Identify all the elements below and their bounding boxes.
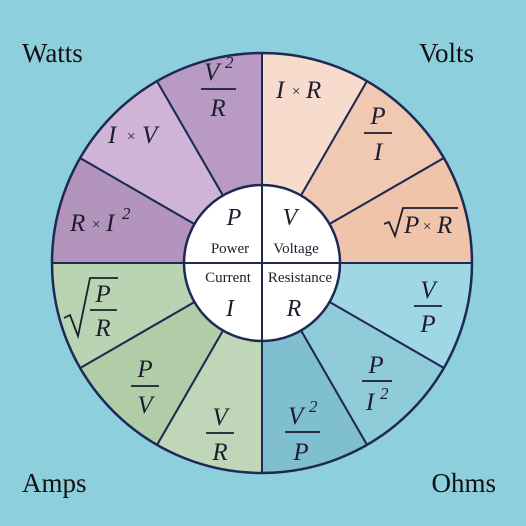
formula-denominator: V (137, 392, 155, 419)
formula-v-squared-over-r: V 2 R (201, 53, 236, 122)
formula-sqrt-p-times-r: P × R (383, 207, 458, 239)
formula-p-over-i-squared: P I 2 (362, 352, 392, 416)
formula-i-times-r: I × R (275, 77, 321, 104)
formula-var: R (436, 212, 452, 239)
times-symbol: × (127, 129, 135, 145)
times-symbol: × (423, 219, 431, 235)
formula-var: V (142, 122, 160, 149)
formula-denominator: P (292, 439, 308, 466)
center-hub: P Power V Voltage Current I Resistance R (182, 183, 342, 343)
label-ohms: Ohms (431, 468, 496, 498)
formula-exponent: 2 (380, 384, 389, 403)
label-volts: Volts (418, 38, 474, 68)
formula-r-times-i-squared: R × I 2 (69, 204, 131, 237)
formula-sqrt-p-over-r: P R (63, 277, 118, 342)
formula-i-times-v: I × V (107, 122, 160, 149)
formula-exponent: 2 (225, 53, 234, 72)
formula-var: I (275, 77, 286, 104)
formula-denominator: R (209, 95, 225, 122)
formula-v-over-p: V P (414, 277, 442, 338)
current-label: Current (205, 270, 252, 286)
formula-exponent: 2 (309, 397, 318, 416)
formula-var: I (107, 122, 118, 149)
resistance-label: Resistance (268, 270, 332, 286)
power-symbol: P (226, 205, 242, 231)
formula-numerator: P (369, 103, 385, 130)
power-label: Power (211, 241, 249, 257)
formula-numerator: V (204, 59, 222, 86)
formula-denominator: I (373, 139, 384, 166)
formula-numerator: V (288, 403, 306, 430)
formula-p-over-i: P I (364, 103, 392, 166)
formula-v-over-r: V R (206, 404, 234, 466)
formula-var: P (403, 212, 419, 239)
formula-var: R (305, 77, 321, 104)
label-watts: Watts (22, 38, 83, 68)
formula-numerator: V (420, 277, 438, 304)
formula-var: R (69, 210, 85, 237)
formula-v-squared-over-p: V 2 P (285, 397, 320, 466)
label-amps: Amps (22, 468, 87, 498)
formula-numerator: P (94, 281, 110, 308)
voltage-symbol: V (283, 205, 300, 231)
current-symbol: I (225, 296, 235, 322)
formula-denominator: R (211, 439, 227, 466)
times-symbol: × (292, 84, 300, 100)
formula-p-over-v: P V (131, 356, 159, 419)
times-symbol: × (92, 217, 100, 233)
outer-ring (50, 51, 474, 475)
formula-denominator: I (365, 389, 376, 416)
radical-sign (63, 277, 118, 340)
formula-denominator: P (419, 311, 435, 338)
formula-exponent: 2 (122, 204, 131, 223)
radical-sign (383, 207, 458, 239)
formula-numerator: P (367, 352, 383, 379)
formula-denominator: R (94, 315, 110, 342)
formula-numerator: V (212, 404, 230, 431)
voltage-label: Voltage (273, 241, 319, 257)
formula-var: I (105, 210, 116, 237)
formula-numerator: P (136, 356, 152, 383)
resistance-symbol: R (286, 296, 302, 322)
